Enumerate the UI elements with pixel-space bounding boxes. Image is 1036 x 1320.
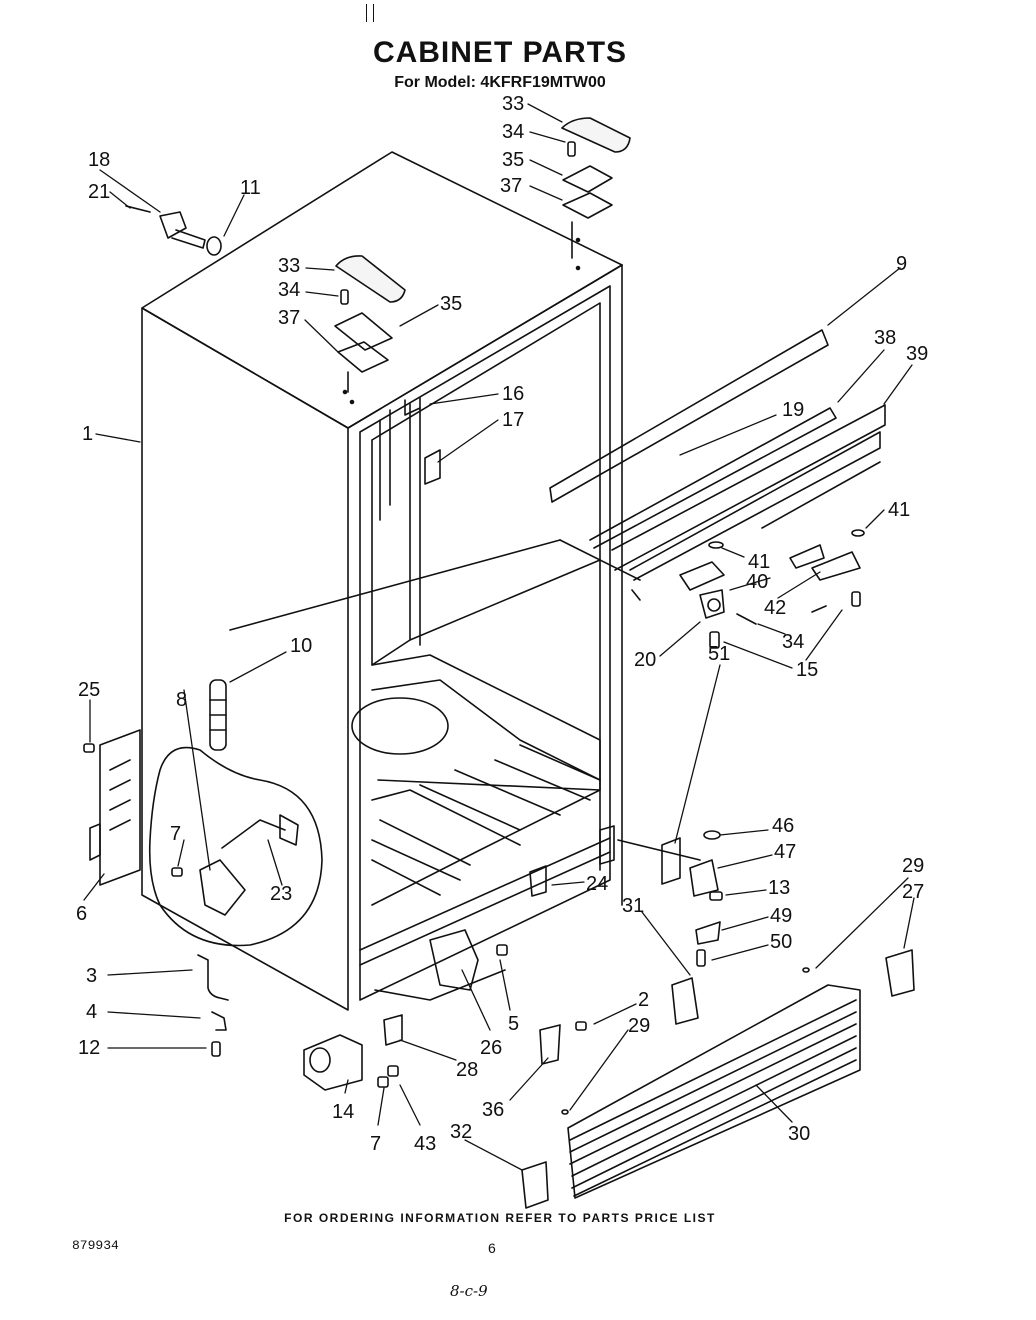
callout-23: 23 (270, 883, 292, 905)
callout-3: 3 (86, 965, 97, 987)
callout-51: 51 (708, 643, 730, 665)
callout-labels: 33 34 35 37 18 21 11 33 34 35 37 9 38 39… (76, 93, 928, 1155)
callout-20: 20 (634, 649, 656, 671)
callout-37: 37 (278, 307, 300, 329)
callout-34: 34 (278, 279, 300, 301)
callout-34: 34 (502, 121, 524, 143)
cabinet-body (141, 151, 641, 1011)
leader-lines (83, 103, 915, 1171)
callout-50: 50 (770, 931, 792, 953)
callout-36: 36 (482, 1099, 504, 1121)
callout-6: 6 (76, 903, 87, 925)
callout-13: 13 (768, 877, 790, 899)
ordering-note: FOR ORDERING INFORMATION REFER TO PARTS … (284, 1211, 716, 1225)
electrical-bracket (83, 729, 141, 886)
callout-41: 41 (888, 499, 910, 521)
callout-10: 10 (290, 635, 312, 657)
top-hinge-assembly-right (561, 117, 631, 259)
callout-15: 15 (796, 659, 818, 681)
callout-47: 47 (774, 841, 796, 863)
callout-46: 46 (772, 815, 794, 837)
callout-30: 30 (788, 1123, 810, 1145)
document-number: 879934 (72, 1238, 119, 1253)
callout-42: 42 (764, 597, 786, 619)
bottom-left-parts (197, 954, 229, 1057)
callout-8: 8 (176, 689, 187, 711)
callout-31: 31 (622, 895, 644, 917)
top-hinge-assembly-left (334, 255, 406, 393)
callout-2: 2 (638, 989, 649, 1011)
page-number: 6 (488, 1240, 496, 1256)
callout-1: 1 (82, 423, 93, 445)
liner-clips (379, 399, 441, 521)
callout-49: 49 (770, 905, 792, 927)
callout-35: 35 (440, 293, 462, 315)
callout-21: 21 (88, 181, 110, 203)
callout-4: 4 (86, 1001, 97, 1023)
callout-28: 28 (456, 1059, 478, 1081)
callout-18: 18 (88, 149, 110, 171)
callout-29: 29 (628, 1015, 650, 1037)
callout-14: 14 (332, 1101, 354, 1123)
hinge-pin-assembly (125, 205, 222, 256)
lower-right-hinge (529, 825, 723, 1025)
callout-33: 33 (502, 93, 524, 115)
callout-19: 19 (782, 399, 804, 421)
callout-7: 7 (170, 823, 181, 845)
bracket-26 (374, 929, 508, 1001)
callout-41: 41 (748, 551, 770, 573)
callout-32: 32 (450, 1121, 472, 1143)
callout-11: 11 (240, 177, 261, 199)
callout-27: 27 (902, 881, 924, 903)
callout-33: 33 (278, 255, 300, 277)
lower-hinge-assembly (679, 461, 881, 649)
kickplate-grille (521, 949, 915, 1209)
drain-tube (209, 679, 227, 751)
callout-26: 26 (480, 1037, 502, 1059)
callout-35: 35 (502, 149, 524, 171)
callout-25: 25 (78, 679, 100, 701)
callout-5: 5 (508, 1013, 519, 1035)
callout-39: 39 (906, 343, 928, 365)
callout-37: 37 (500, 175, 522, 197)
model-subtitle: For Model: 4KFRF19MTW00 (394, 74, 606, 91)
callout-38: 38 (874, 327, 896, 349)
callout-40: 40 (746, 571, 768, 593)
lower-left-hinge (303, 1014, 403, 1091)
wiring-harness (148, 746, 323, 947)
callout-17: 17 (502, 409, 524, 431)
callout-34: 34 (782, 631, 804, 653)
callout-12: 12 (78, 1037, 100, 1059)
callout-24: 24 (586, 873, 608, 895)
top-margin-mark (366, 4, 374, 22)
page-title: CABINET PARTS (372, 36, 628, 69)
handwritten-note: 8-c-9 (450, 1282, 488, 1300)
callout-9: 9 (896, 253, 907, 275)
callout-43: 43 (414, 1133, 436, 1155)
door-rails (549, 329, 886, 601)
callout-29: 29 (902, 855, 924, 877)
callout-16: 16 (502, 383, 524, 405)
callout-7: 7 (370, 1133, 381, 1155)
